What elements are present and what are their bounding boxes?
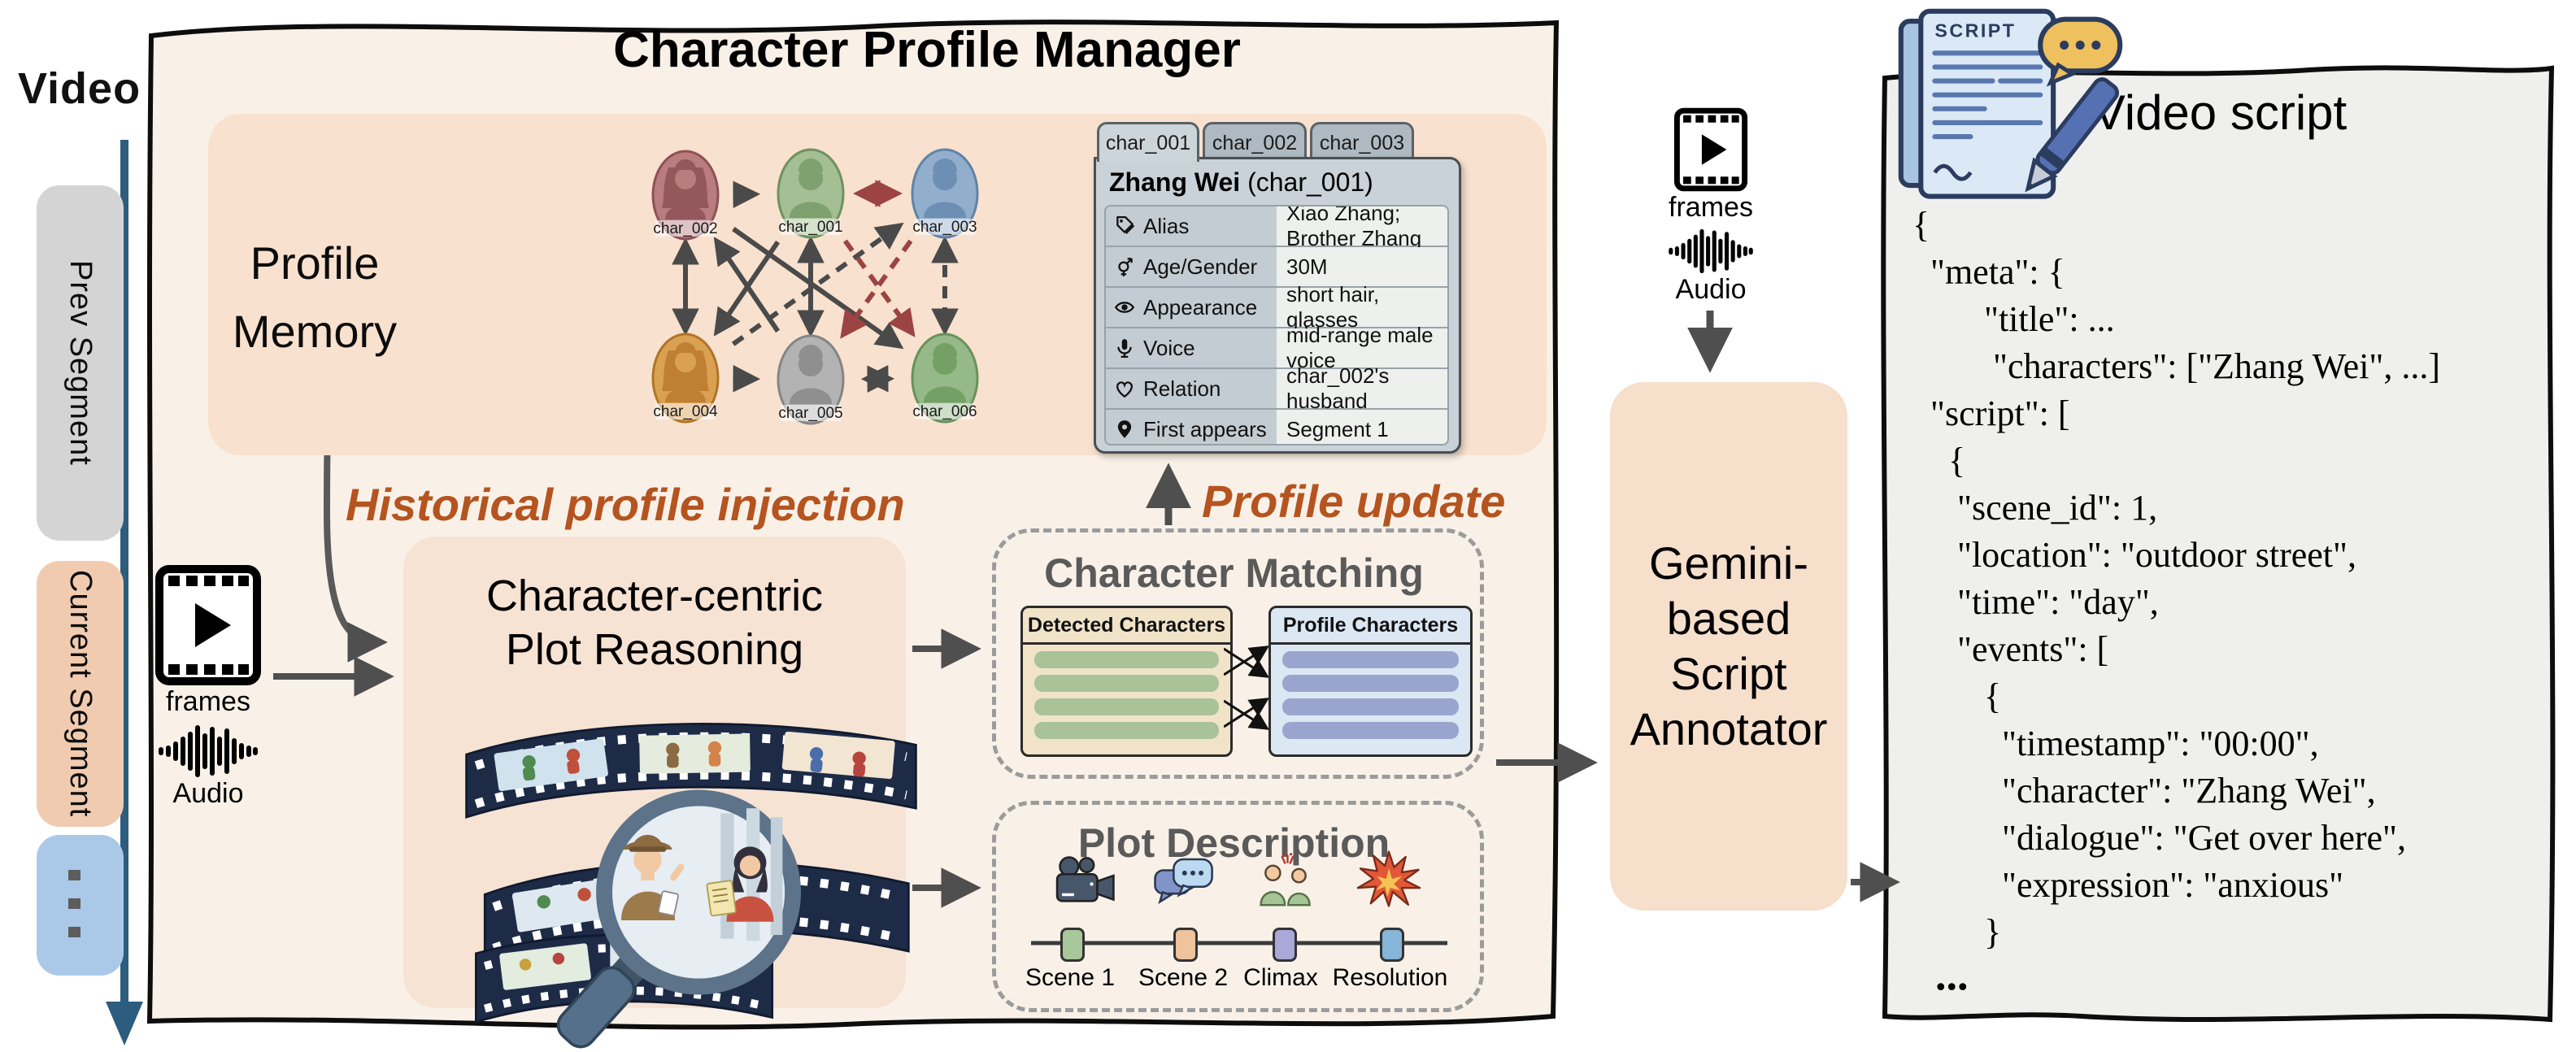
audio-waveform-icon — [159, 725, 258, 777]
card-row-age-gender: Age/Gender 30M — [1106, 247, 1447, 288]
detected-characters-table: Detected Characters ... — [1020, 606, 1233, 757]
card-row-appearance: Appearance short hair, glasses — [1106, 282, 1447, 332]
plot-reasoning-title: Character-centric Plot Reasoning — [485, 572, 824, 674]
timeline-label-scene1: Scene 1 — [1025, 964, 1116, 991]
video-frames-icon — [1673, 107, 1748, 192]
video-frames-icon — [155, 565, 261, 685]
relation-edge — [732, 227, 904, 350]
timeline-label-scene2: Scene 2 — [1138, 964, 1229, 991]
svg-text:char_003: char_003 — [912, 219, 977, 236]
segment-current: Current Segment — [37, 561, 124, 827]
character-node-char_002: char_002 — [651, 150, 720, 241]
profile-characters-table: Profile Characters ... — [1268, 606, 1473, 757]
scene-timeline-line — [1031, 941, 1447, 945]
timeline-marker-climax — [1273, 928, 1297, 962]
mic-icon — [1117, 339, 1132, 358]
profile-card-table: Alias Xiao Zhang; Brother Zhang Age/Gend… — [1104, 205, 1449, 446]
tab-char-003[interactable]: char_003 — [1310, 122, 1414, 162]
plot-description-title: Plot Description — [1077, 820, 1390, 866]
character-node-char_006: char_006 — [911, 333, 979, 424]
gemini-annotator-label: Gemini- based Script Annotator — [1630, 537, 1828, 754]
chat-bubbles-icon — [1154, 858, 1213, 905]
profile-row — [1282, 698, 1459, 715]
character-node-char_005: char_005 — [777, 334, 845, 425]
film-strip-illustration — [465, 723, 917, 1049]
detected-row — [1034, 675, 1219, 692]
tag-icon — [1116, 216, 1135, 235]
video-timeline-arrow — [106, 140, 143, 1045]
character-matching-title: Character Matching — [1044, 550, 1424, 596]
video-script-title: Video script — [2092, 85, 2348, 140]
svg-text:char_006: char_006 — [912, 403, 977, 420]
detected-row — [1034, 651, 1219, 668]
timeline-label-climax: Climax — [1243, 964, 1318, 991]
svg-text:char_004: char_004 — [653, 403, 718, 420]
script-document-icon: SCRIPT — [1898, 8, 2123, 199]
character-node-char_001: char_001 — [777, 148, 845, 239]
ellipsis-dots — [68, 898, 80, 909]
frames-label: frames — [1669, 192, 1753, 223]
segment-current-label: Current Segment — [63, 570, 98, 818]
pin-icon — [1117, 420, 1132, 438]
frames-audio-input: frames Audio — [154, 564, 262, 810]
card-row-voice: Voice mid-range male voice — [1106, 323, 1447, 372]
detected-row — [1034, 722, 1219, 739]
gemini-annotator-box: Gemini- based Script Annotator — [1610, 382, 1847, 911]
audio-label: Audio — [172, 778, 244, 809]
audio-label: Audio — [1675, 274, 1747, 305]
ellipsis-dots — [68, 927, 80, 937]
profile-update-label: Profile update — [1202, 476, 1506, 527]
timeline-marker-scene2 — [1173, 928, 1198, 962]
timeline-marker-resolution — [1380, 928, 1404, 962]
profile-card-title: Zhang Wei (char_001) — [1109, 167, 1373, 197]
profile-memory-label: Profile Memory — [232, 237, 398, 357]
script-icon-label: SCRIPT — [1934, 20, 2016, 41]
speech-bubble-icon — [2038, 16, 2123, 87]
camera-icon — [1055, 856, 1115, 902]
tab-char-002[interactable]: char_002 — [1203, 122, 1307, 162]
character-relation-graph: char_002 char_001 char_003 char_004 char_005… — [651, 148, 979, 425]
timeline-marker-scene1 — [1060, 928, 1085, 962]
magnifier-icon — [556, 789, 802, 1049]
segment-prev: Prev Segment — [37, 185, 124, 541]
profile-row — [1282, 722, 1459, 739]
svg-text:char_001: char_001 — [778, 219, 842, 236]
video-label: Video — [18, 64, 141, 113]
explosion-icon — [1356, 850, 1421, 907]
character-node-char_003: char_003 — [911, 148, 979, 239]
script-ellipsis: ... — [1935, 950, 1969, 999]
relation-edge — [840, 239, 913, 339]
segment-prev-label: Prev Segment — [63, 260, 98, 466]
profile-card-body: Zhang Wei (char_001) Alias Xiao Zhang; B… — [1094, 157, 1461, 454]
svg-text:char_005: char_005 — [778, 405, 842, 422]
video-script-panel — [1881, 65, 2556, 1023]
profile-row — [1282, 675, 1459, 692]
historical-profile-injection-label: Historical profile injection — [346, 479, 905, 530]
eye-icon — [1114, 302, 1135, 313]
audio-waveform-icon — [1669, 228, 1753, 274]
svg-text:char_002: char_002 — [653, 220, 717, 237]
detected-row — [1034, 698, 1219, 715]
ellipsis-dots — [68, 870, 80, 880]
manager-title: Character Profile Manager — [613, 22, 1241, 78]
heart-icon — [1116, 381, 1133, 398]
video-script-json: { "meta": { "title": ... "characters": [… — [1912, 205, 2441, 952]
character-node-char_004: char_004 — [651, 333, 720, 424]
character-matching-box — [992, 528, 1484, 779]
frames-audio-annotator-input: frames Audio — [1657, 107, 1764, 306]
timeline-label-resolution: Resolution — [1332, 964, 1448, 991]
argument-people-icon — [1260, 853, 1311, 906]
gender-icon — [1118, 258, 1133, 276]
card-row-relation: Relation char_002's husband — [1106, 363, 1447, 413]
profile-card: char_001 char_002 char_003 Zhang Wei (ch… — [1094, 122, 1461, 454]
card-row-first-appears: First appears Segment 1 — [1106, 410, 1447, 444]
relation-edge — [842, 239, 916, 337]
frames-label: frames — [166, 686, 250, 717]
tab-char-001[interactable]: char_001 — [1097, 122, 1199, 162]
matching-cross-arrows — [1224, 646, 1270, 730]
plot-description-box — [992, 801, 1484, 1012]
card-row-alias: Alias Xiao Zhang; Brother Zhang — [1106, 206, 1447, 250]
pen-icon — [2025, 77, 2120, 193]
profile-row — [1282, 651, 1459, 668]
